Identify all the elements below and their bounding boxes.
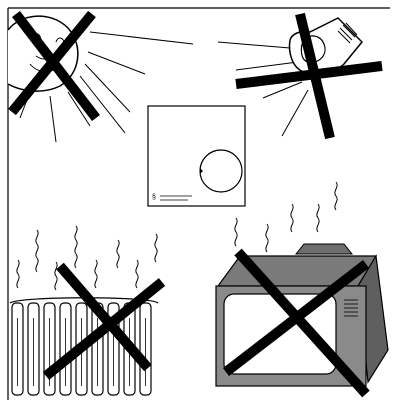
heat-wave-icon xyxy=(235,182,337,252)
sensor-unit: § xyxy=(148,106,245,206)
cross-mark-icon xyxy=(236,14,382,138)
heat-wave-icon xyxy=(17,226,157,290)
sensor-mark: § xyxy=(152,194,156,201)
